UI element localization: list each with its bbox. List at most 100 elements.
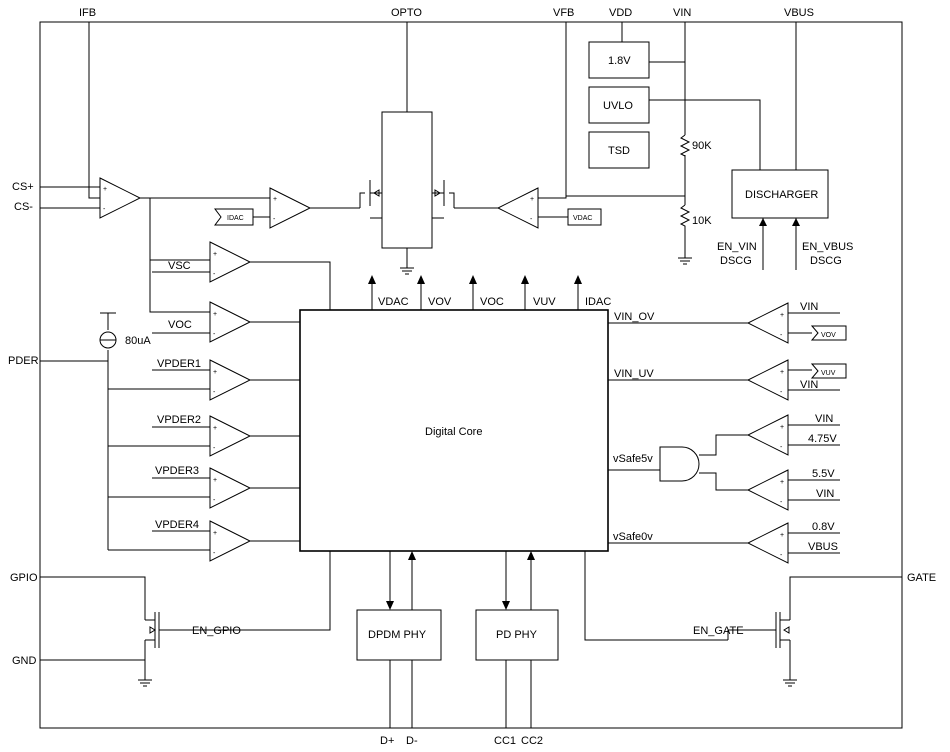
vpder1-label: VPDER1 [157, 358, 201, 370]
pin-d-plus: D+ [380, 735, 394, 747]
svg-text:-: - [213, 550, 216, 557]
vpder1-comparator [209, 359, 252, 401]
svg-text:+: + [213, 530, 217, 537]
pin-cc1: CC1 [494, 735, 516, 747]
reg-1v8-box [588, 41, 650, 79]
en-vin-label: EN_VIN [717, 241, 757, 253]
reg-1v8-label: 1.8V [608, 55, 631, 67]
vov-tag [810, 325, 847, 341]
svg-text:+: + [213, 477, 217, 484]
idac-amp [269, 187, 312, 229]
ov-vin-label: VIN [800, 301, 818, 313]
vin-ov-label: VIN_OV [614, 311, 655, 323]
core-out-idac: IDAC [585, 296, 611, 308]
core-out-vov: VOV [428, 296, 452, 308]
svg-text:+: + [780, 369, 784, 376]
en-gate-label: EN_GATE [693, 625, 744, 637]
s5b-ref-label: 5.5V [812, 468, 835, 480]
vpder2-label: VPDER2 [157, 414, 201, 426]
dpdm-phy-label: DPDM PHY [368, 629, 427, 641]
svg-text:-: - [780, 444, 783, 451]
vuv-tag [810, 363, 847, 379]
svg-text:-: - [213, 331, 216, 338]
en-gpio-label: EN_GPIO [192, 625, 241, 637]
idac-tag [214, 208, 254, 226]
vin-ov-comparator [746, 302, 789, 344]
svg-text:+: + [780, 532, 784, 539]
svg-text:-: - [780, 552, 783, 559]
digital-core-box [299, 309, 609, 552]
en-vbus-label: EN_VBUS [802, 241, 853, 253]
svg-text:-: - [780, 332, 783, 339]
pin-gnd: GND [12, 655, 37, 667]
digital-core-label: Digital Core [425, 426, 482, 438]
core-out-vuv: VUV [533, 296, 556, 308]
vsafe5v-label: vSafe5v [613, 453, 653, 465]
vpder4-comparator [209, 520, 252, 562]
pin-cs-minus: CS- [14, 201, 33, 213]
pd-phy-label: PD PHY [496, 629, 538, 641]
tsd-label: TSD [608, 145, 630, 157]
vdac-tag-label: VDAC [573, 215, 592, 222]
vsc-comparator [209, 241, 252, 283]
discharger-box [731, 169, 829, 219]
svg-text:+: + [780, 424, 784, 431]
vsafe5v-comparator-a [746, 414, 789, 456]
core-out-vdac: VDAC [378, 296, 409, 308]
svg-text:+: + [103, 186, 107, 193]
en-vin-label-2: DSCG [720, 255, 752, 267]
svg-text:-: - [530, 216, 533, 223]
svg-text:-: - [273, 216, 276, 223]
s5a-ref-label: 4.75V [808, 433, 837, 445]
svg-text:+: + [213, 251, 217, 258]
discharger-label: DISCHARGER [745, 189, 818, 201]
current-source-label: 80uA [125, 335, 151, 347]
svg-text:+: + [530, 196, 534, 203]
svg-text:-: - [213, 445, 216, 452]
voc-comparator [209, 301, 252, 343]
en-vbus-label-2: DSCG [810, 255, 842, 267]
svg-text:-: - [213, 497, 216, 504]
vsafe0v-comparator [746, 522, 789, 564]
pin-pder: PDER [8, 355, 39, 367]
voc-label: VOC [168, 319, 192, 331]
opto-mosfet-frame [381, 111, 433, 249]
svg-text:+: + [213, 311, 217, 318]
pin-gate: GATE [907, 572, 936, 584]
resistor-90k-label: 90K [692, 140, 712, 152]
pin-opto: OPTO [391, 7, 422, 19]
uvlo-box [588, 86, 650, 124]
tsd-box [588, 131, 650, 169]
vuv-tag-label: VUV [821, 370, 836, 377]
idac-tag-label: IDAC [227, 215, 244, 222]
cs-amp [99, 177, 142, 219]
dpdm-phy-box [356, 609, 442, 661]
s0-vbus-label: VBUS [808, 541, 838, 553]
core-out-voc: VOC [480, 296, 504, 308]
svg-text:+: + [273, 196, 277, 203]
pin-gpio: GPIO [10, 572, 38, 584]
vpder2-comparator [209, 415, 252, 457]
pin-vfb: VFB [553, 7, 574, 19]
vin-uv-comparator [746, 359, 789, 401]
svg-text:+: + [780, 479, 784, 486]
svg-text:+: + [213, 425, 217, 432]
s0-ref-label: 0.8V [812, 521, 835, 533]
vpder3-label: VPDER3 [155, 465, 199, 477]
pin-ifb: IFB [79, 7, 96, 19]
vpder3-comparator [209, 467, 252, 509]
pin-d-minus: D- [406, 735, 418, 747]
uvlo-label: UVLO [603, 100, 633, 112]
svg-text:-: - [780, 389, 783, 396]
vin-uv-label: VIN_UV [614, 368, 654, 380]
svg-text:-: - [213, 271, 216, 278]
svg-text:+: + [213, 369, 217, 376]
pin-vin: VIN [673, 7, 691, 19]
svg-text:-: - [103, 206, 106, 213]
resistor-10k-label: 10K [692, 215, 712, 227]
svg-text:-: - [213, 389, 216, 396]
pin-vdd: VDD [609, 7, 632, 19]
pin-vbus: VBUS [784, 7, 814, 19]
s5b-vin-label: VIN [816, 488, 834, 500]
